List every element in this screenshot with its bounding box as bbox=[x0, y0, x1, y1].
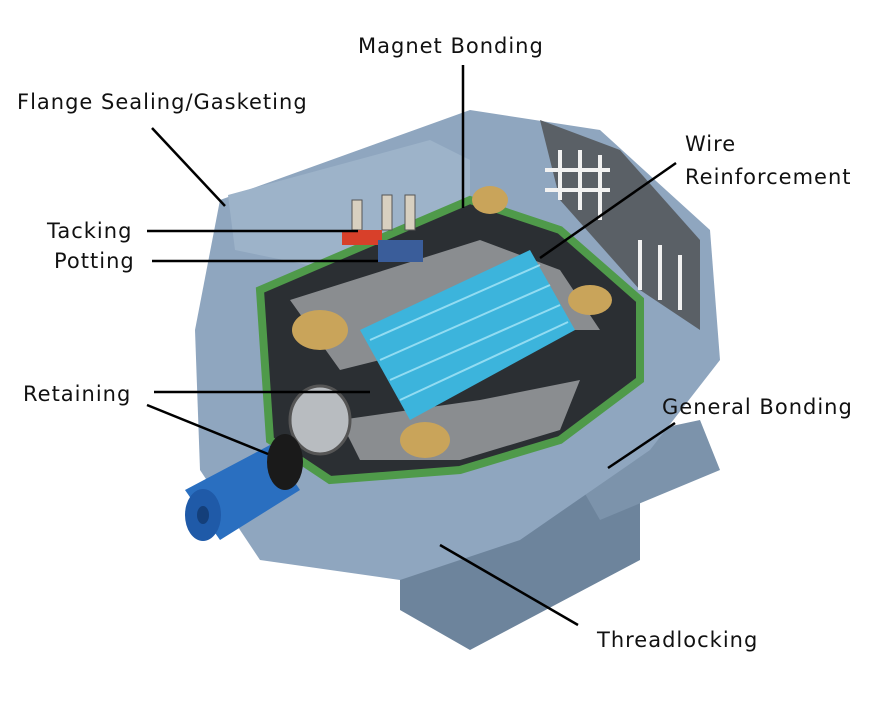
label-flange-sealing: Flange Sealing/Gasketing bbox=[17, 90, 308, 114]
label-tacking: Tacking bbox=[47, 219, 133, 243]
label-potting: Potting bbox=[54, 249, 135, 273]
leader-lines bbox=[146, 65, 677, 627]
rotor bbox=[360, 250, 575, 420]
label-wire-reinforcement-line2: Reinforcement bbox=[685, 165, 852, 189]
label-general-bonding: General Bonding bbox=[662, 395, 853, 419]
label-retaining: Retaining bbox=[23, 382, 132, 406]
label-wire-reinforcement-line1: Wire bbox=[685, 132, 737, 156]
label-threadlocking: Threadlocking bbox=[597, 628, 759, 652]
label-magnet-bonding: Magnet Bonding bbox=[358, 34, 544, 58]
